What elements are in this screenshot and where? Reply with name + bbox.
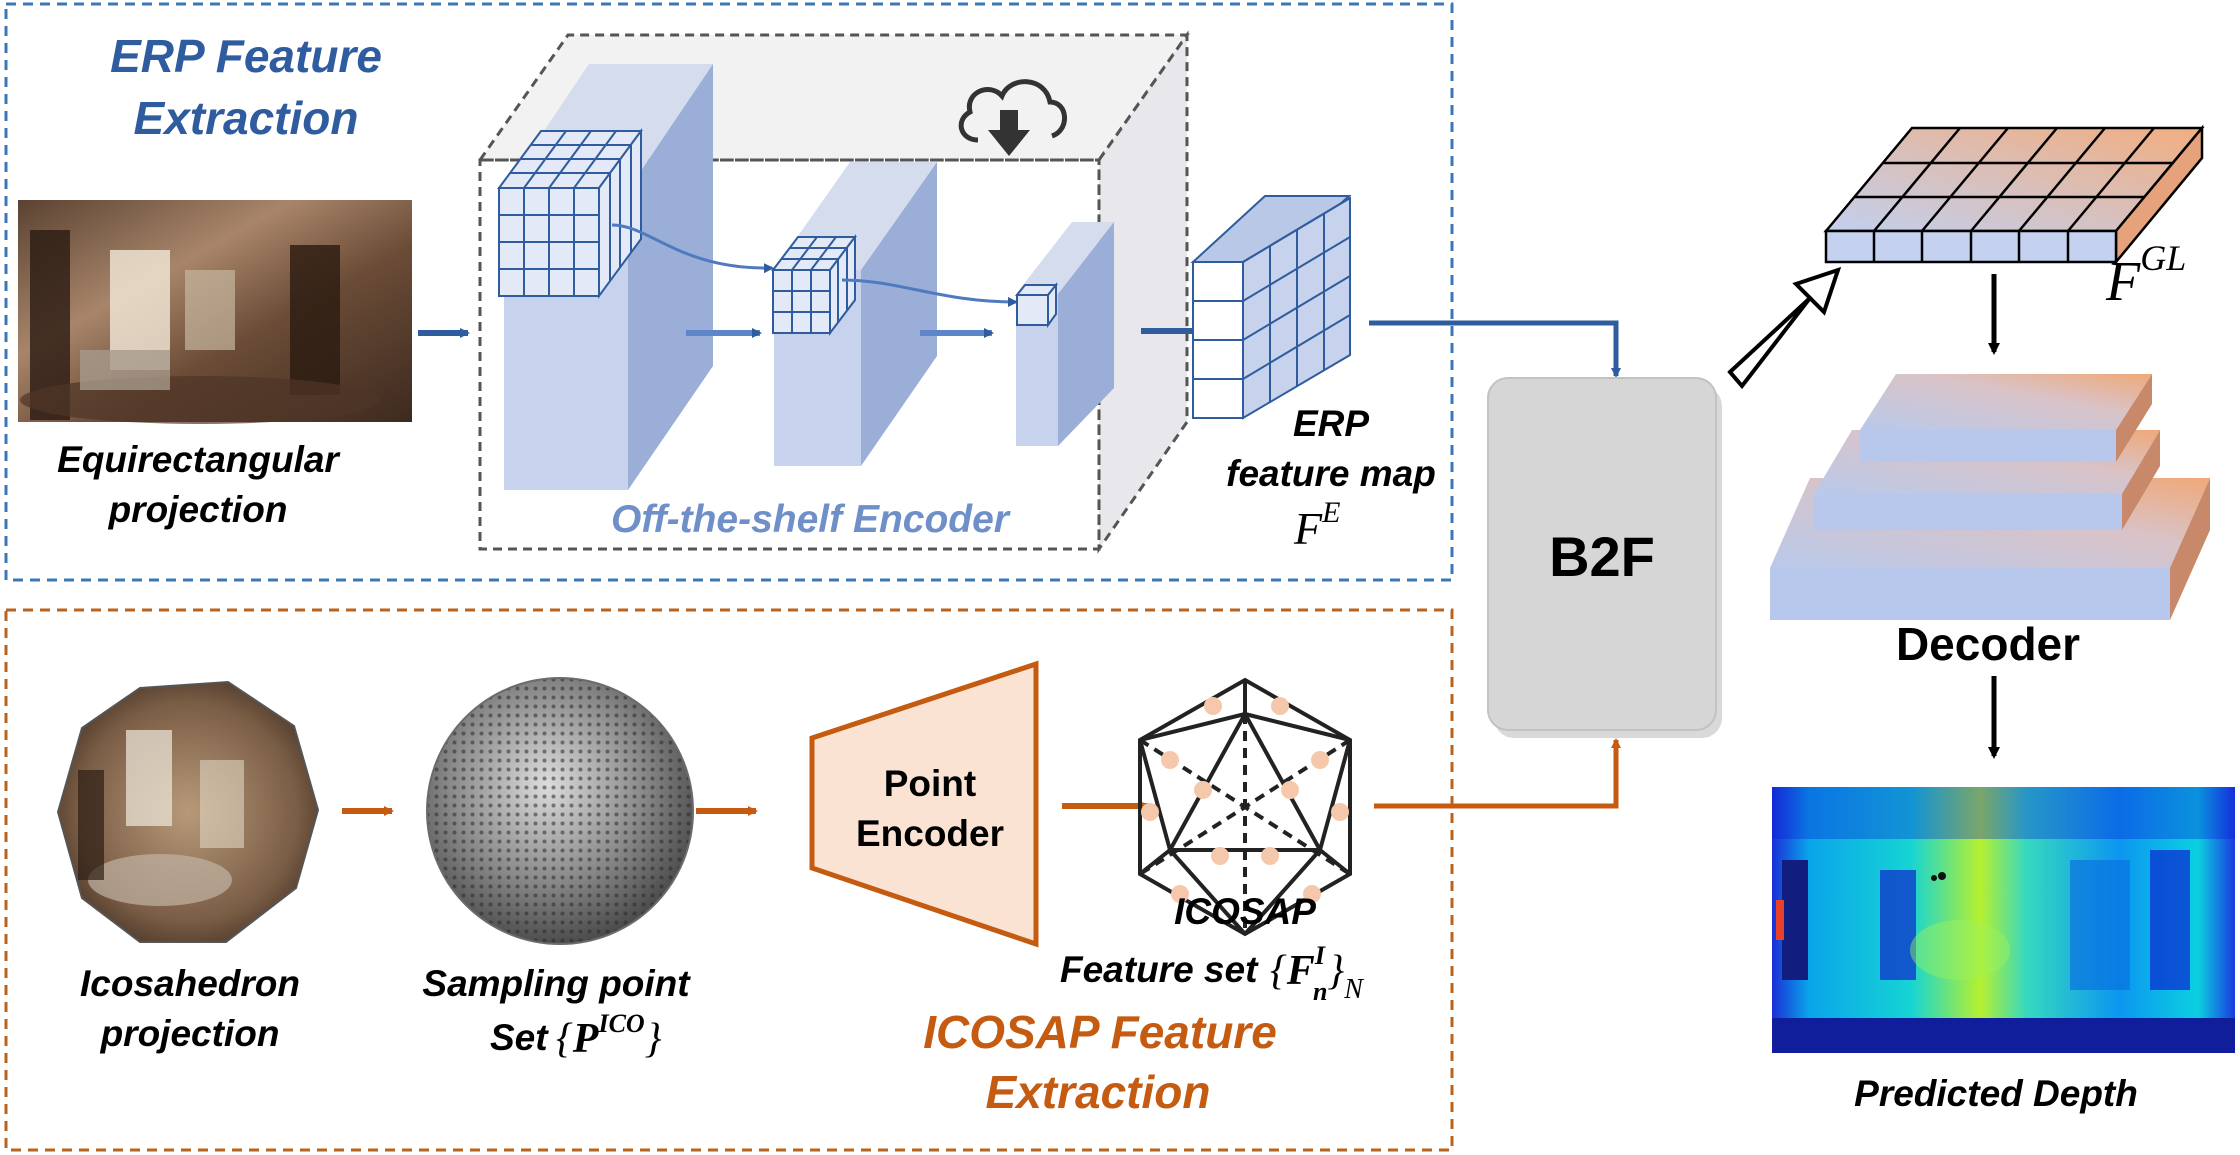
hollow-arrow-to-global-feature [1727,266,1842,390]
equirectangular-image [18,200,412,424]
point-encoder-label-line1: Point [884,763,976,804]
sampling-label-line2: Set [490,1017,549,1058]
encoder-cube-large [497,127,643,300]
point-encoder-label-line2: Encoder [856,813,1004,854]
cloud-download-icon [958,79,1067,156]
skip-curve-2 [841,278,1018,307]
b2f-label: B2F [1549,525,1655,588]
arrow-featureset-to-b2f [1374,738,1621,809]
feature-set-label-line1: ICOSAP [1174,891,1316,932]
skip-curve-1 [611,223,774,274]
icosahedron-image [56,680,320,943]
encoder-label: Off-the-shelf Encoder [611,498,1011,541]
encoder-cube-small [1014,282,1059,329]
sampling-point-sphere [426,677,694,945]
predicted-depth-image [1772,787,2235,1053]
feature-map-label-line1: ERP [1293,403,1369,444]
icosahedron-label-line2: projection [100,1013,280,1054]
feature-map-symbol: FE [1293,496,1340,554]
b2f-block [1487,377,1717,731]
erp-section-border [4,2,1454,582]
sampling-label-line1: Sampling point [422,963,691,1004]
icosap-section-title-line2: Extraction [986,1066,1211,1118]
icosap-section-title-line1: ICOSAP Feature [923,1006,1277,1058]
prediction-label: Predicted Depth [1854,1073,2138,1114]
feature-map-label-line2: feature map [1226,453,1436,494]
erp-section-title-line2: Extraction [134,92,359,144]
equirectangular-label-line2: projection [108,489,288,530]
global-feature-symbol: FGL [2105,238,2186,313]
equirectangular-label-line1: Equirectangular [57,439,341,480]
decoder-stack [1770,374,2210,620]
erp-feature-map [1190,195,1352,420]
icosap-section-border [4,608,1454,1152]
feature-point-dots [1141,697,1349,903]
decoder-label: Decoder [1896,618,2080,670]
point-encoder [809,660,1039,948]
erp-section-title-line1: ERP Feature [110,30,382,82]
arrow-erp-to-b2f [1369,320,1621,378]
feature-set-label-line2: Feature set [1060,949,1259,990]
sampling-set-symbol: {PICO} [556,1009,662,1062]
global-feature-grid [1823,124,2205,266]
icosahedron-label-line1: Icosahedron [80,963,300,1004]
